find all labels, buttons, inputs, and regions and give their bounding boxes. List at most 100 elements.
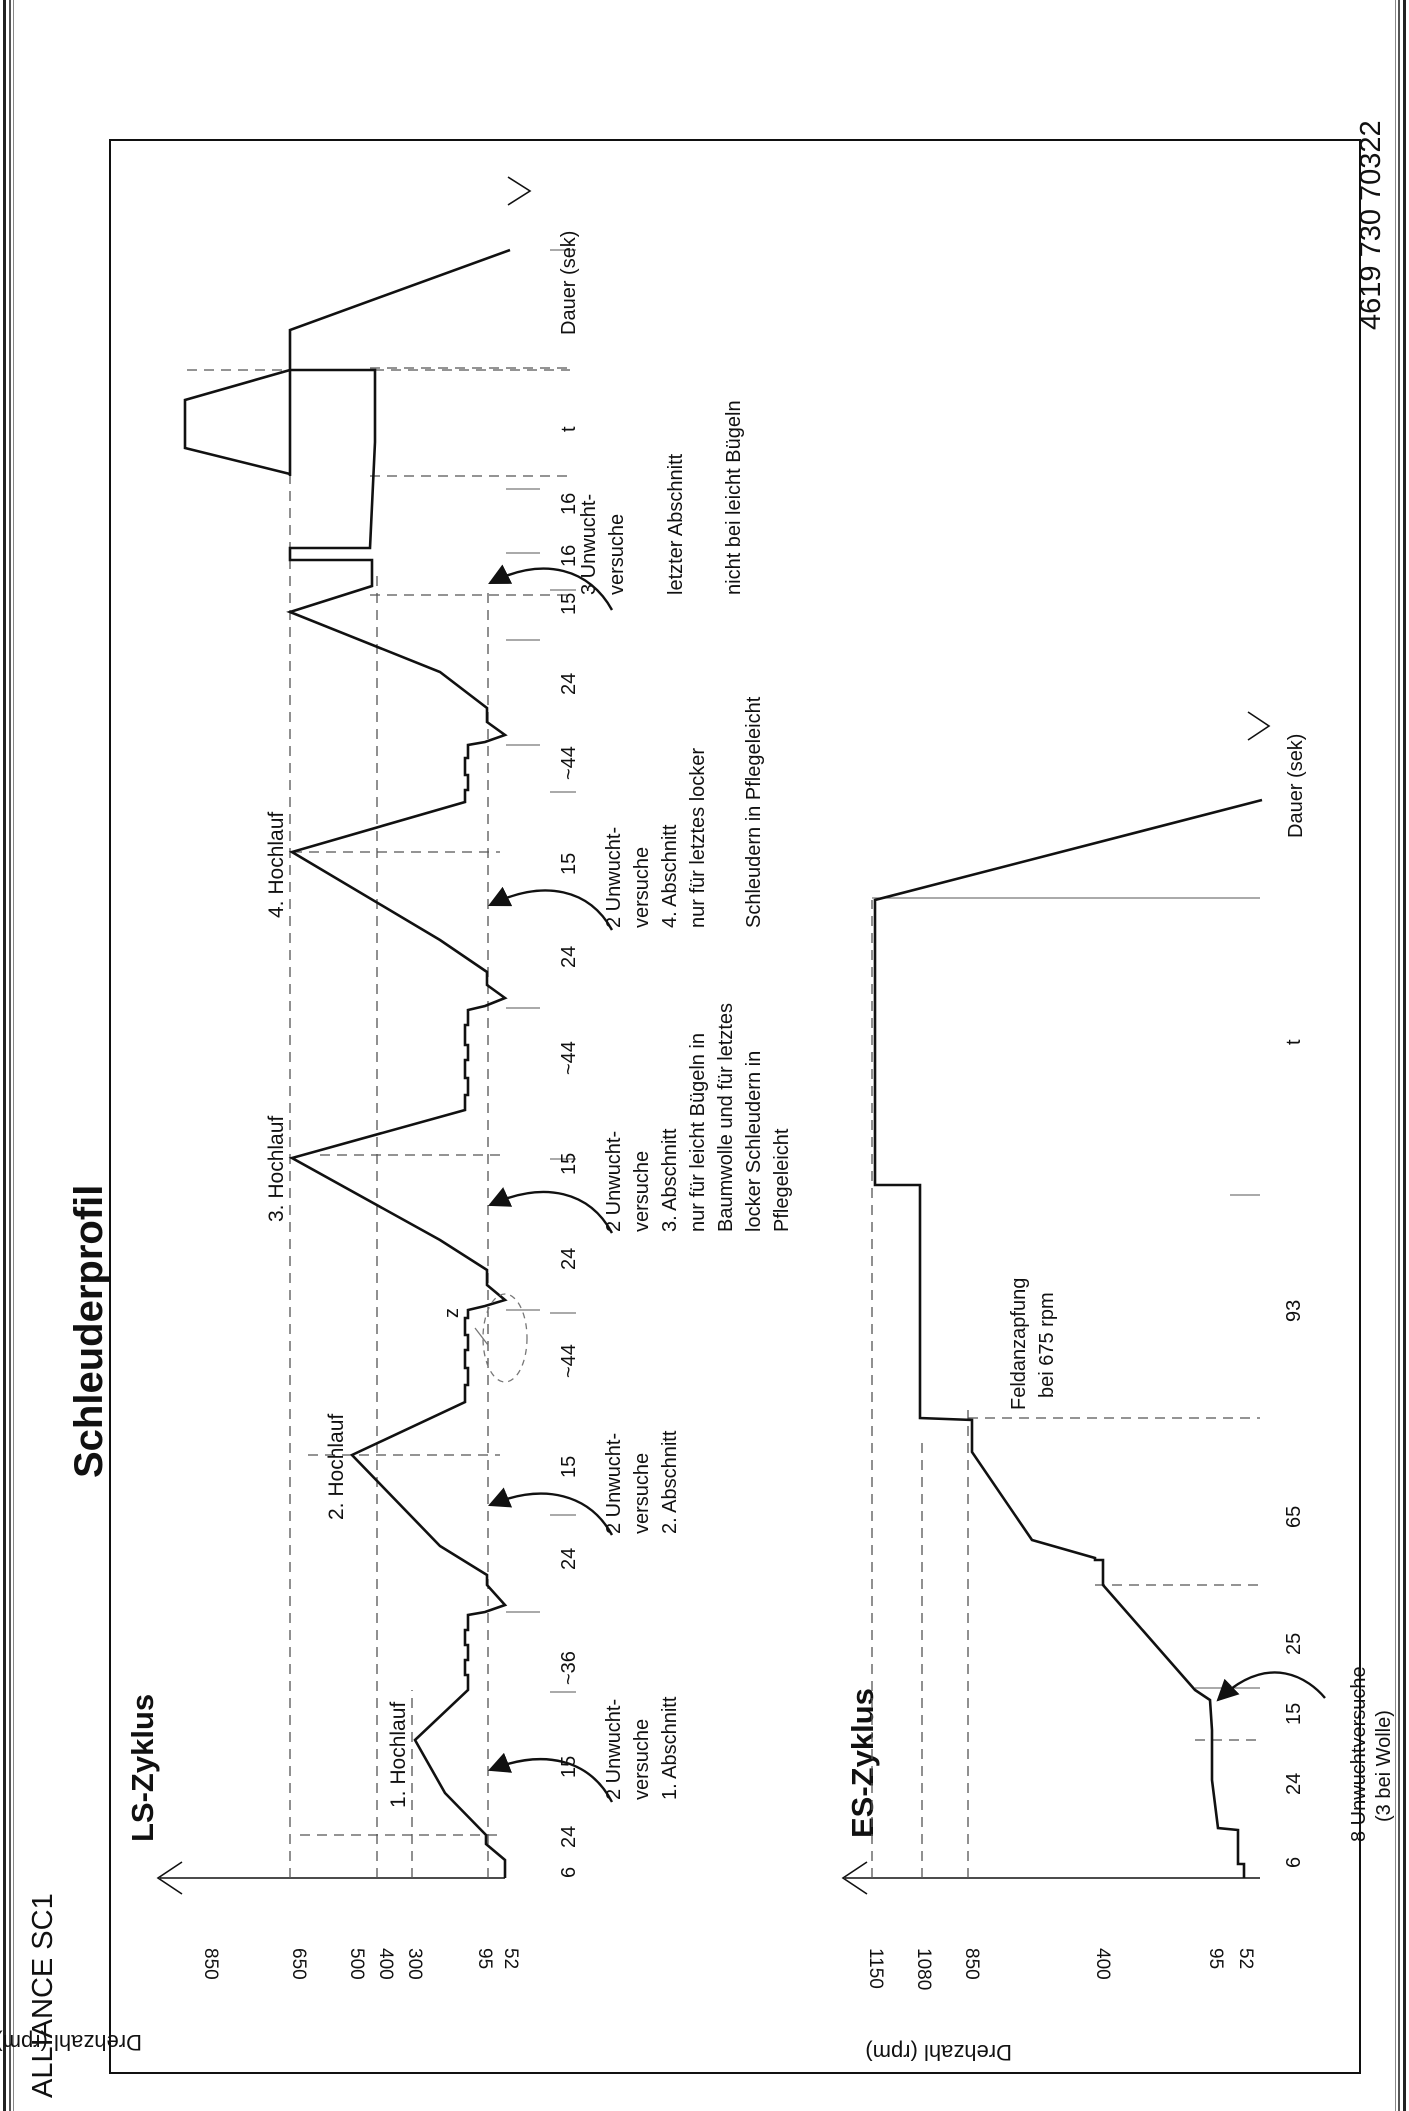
es-callout-arrow: [1216, 1671, 1326, 1702]
note-4-line-3: 4. Abschnitt: [659, 824, 681, 928]
ls-x-axis-arrow: [507, 176, 532, 206]
es-ytick-1150: 1150: [865, 1948, 886, 1989]
callout-arrow-5: [488, 564, 614, 611]
right-border-strip: [1395, 0, 1406, 2111]
note-3-line-4: nur für leicht Bügeln in: [687, 1033, 709, 1232]
es-y-ticks: 1150 1080 850 400 95 52: [865, 1948, 1256, 1990]
es-ytick-95: 95: [1205, 1948, 1226, 1969]
es-level-lines: [871, 900, 969, 1878]
note-3-line-2: versuche: [631, 1151, 653, 1232]
es-ytick-850: 850: [961, 1948, 982, 1980]
ls-dur-11: 15: [558, 853, 580, 875]
ls-callout-arrows: [487, 564, 614, 1803]
note-5-line-2: versuche: [606, 514, 628, 595]
callout-arrow-1: [487, 1752, 614, 1803]
callout-arrow-2: [488, 1487, 614, 1536]
note-3-line-3: 3. Abschnitt: [659, 1128, 681, 1232]
ls-ytick-650: 650: [288, 1948, 309, 1980]
note-2-line-1: 2 Unwucht-: [603, 1433, 625, 1534]
left-border-strip: [3, 0, 14, 2111]
es-note-unwucht-line-2: (3 bei Wolle): [1373, 1710, 1395, 1822]
ls-dur-0: 6: [558, 1867, 580, 1878]
es-spin-curve: [873, 798, 1263, 1878]
es-dur-6: t: [1283, 1039, 1305, 1045]
ls-ytick-500: 500: [346, 1948, 367, 1980]
note-1-line-2: versuche: [631, 1719, 653, 1800]
es-note-feld-line-1: Feldanzapfung: [1008, 1278, 1030, 1410]
es-note-feld-line-2: bei 675 rpm: [1036, 1292, 1058, 1398]
ls-peak-plateau: [183, 368, 291, 476]
ls-xlabel: Dauer (sek): [558, 231, 580, 335]
note-3-line-7: Pflegeleicht: [771, 1128, 793, 1232]
es-dur-2: 15: [1283, 1703, 1305, 1725]
ls-note-5: 3 Unwucht- versuche letzter Abschnitt ni…: [578, 400, 745, 595]
ls-y-axis-arrow: [156, 1861, 183, 1895]
z-marker-label: z: [441, 1308, 463, 1318]
ls-dur-6: ~44: [558, 1344, 580, 1378]
ls-dur-1: 24: [558, 1826, 580, 1848]
note-2-line-3: 2. Abschnitt: [659, 1430, 681, 1534]
ls-dur-3: ~36: [558, 1651, 580, 1685]
note-3-line-6: locker Schleudern in: [743, 1051, 765, 1232]
content-frame: [109, 139, 1361, 2074]
note-5-line-3: letzter Abschnitt: [665, 453, 687, 595]
es-duration-separators: [872, 897, 1260, 1741]
note-4-line-5: Schleudern in Pflegeleicht: [743, 696, 765, 928]
note-4-line-4: nur für letztes locker: [687, 748, 709, 928]
ls-dur-14: 15: [558, 593, 580, 615]
es-dur-0: 6: [1283, 1857, 1305, 1868]
es-xlabel: Dauer (sek): [1285, 734, 1307, 838]
note-1-line-3: 1. Abschnitt: [659, 1696, 681, 1800]
note-4-line-1: 2 Unwucht-: [603, 827, 625, 928]
ls-ytick-95: 95: [474, 1948, 495, 1969]
callout-arrow-4: [488, 886, 614, 931]
es-durations: 6 24 15 25 65 93 t: [1283, 1039, 1305, 1868]
ls-peak-label-4: 4. Hochlauf: [265, 812, 288, 918]
brand-label: ALLIANCE SC1: [27, 1893, 59, 2098]
ls-ytick-400: 400: [375, 1948, 396, 1980]
ls-dur-16: 16: [558, 493, 580, 515]
z-marker-ellipse: [482, 1293, 528, 1383]
ls-peak-label-2: 2. Hochlauf: [325, 1414, 348, 1520]
header-band-left: ALLIANCE SC1 Schleuderprofil: [27, 1185, 111, 2098]
note-3-line-1: 2 Unwucht-: [603, 1131, 625, 1232]
ls-peak-label-3: 3. Hochlauf: [265, 1116, 288, 1222]
note-3-line-5: Baumwolle und für letztes: [715, 1003, 737, 1232]
es-dur-4: 65: [1283, 1506, 1305, 1528]
ls-durations: 6 24 15 ~36 24 15 ~44 24 15 ~44 24 15 ~4…: [558, 426, 580, 1878]
es-note-unwucht: 8 Unwuchtversuche (3 bei Wolle): [1348, 1666, 1395, 1842]
ls-dur-9: ~44: [558, 1041, 580, 1075]
es-note-feld: Feldanzapfung bei 675 rpm: [1008, 1278, 1058, 1410]
ls-note-1: 2 Unwucht- versuche 1. Abschnitt: [603, 1696, 681, 1800]
es-dur-1: 24: [1283, 1773, 1305, 1795]
z-marker-line: [474, 1327, 489, 1346]
ls-dur-4: 24: [558, 1548, 580, 1570]
ls-note-4: 2 Unwucht- versuche 4. Abschnitt nur für…: [603, 696, 765, 928]
ls-chart: LS-Zyklus Drehzahl (rpm) 850 650 500 400…: [0, 176, 793, 2055]
page-title: Schleuderprofil: [67, 1185, 111, 1478]
ls-duration-separators: [187, 249, 576, 1836]
ls-dur-17: t: [558, 426, 580, 432]
note-5-line-1: 3 Unwucht-: [578, 494, 600, 595]
ls-level-lines: [289, 370, 489, 1878]
es-ytick-1080: 1080: [913, 1948, 934, 1990]
ls-dur-5: 15: [558, 1456, 580, 1478]
es-chart: ES-Zyklus Drehzahl (rpm) 1150 1080 850 4…: [841, 711, 1395, 2065]
ls-ylabel: Drehzahl (rpm): [0, 2030, 142, 2055]
es-ytick-400: 400: [1092, 1948, 1113, 1980]
ls-note-3: 2 Unwucht- versuche 3. Abschnitt nur für…: [603, 1003, 793, 1232]
note-5-line-4: nicht bei leicht Bügeln: [723, 400, 745, 595]
ls-dur-10: 24: [558, 946, 580, 968]
callout-arrow-3: [488, 1187, 614, 1234]
ls-note-2: 2 Unwucht- versuche 2. Abschnitt: [603, 1430, 681, 1534]
ls-y-ticks: 850 650 500 400 300 95 52: [200, 1948, 521, 1980]
es-ylabel: Drehzahl (rpm): [865, 2040, 1012, 2065]
ls-peak-label-1: 1. Hochlauf: [387, 1702, 410, 1808]
ls-spin-curve: [286, 248, 511, 1878]
note-1-line-1: 2 Unwucht-: [603, 1699, 625, 1800]
ls-dur-8: 15: [558, 1153, 580, 1175]
ls-dur-13: 24: [558, 673, 580, 695]
note-2-line-2: versuche: [631, 1453, 653, 1534]
